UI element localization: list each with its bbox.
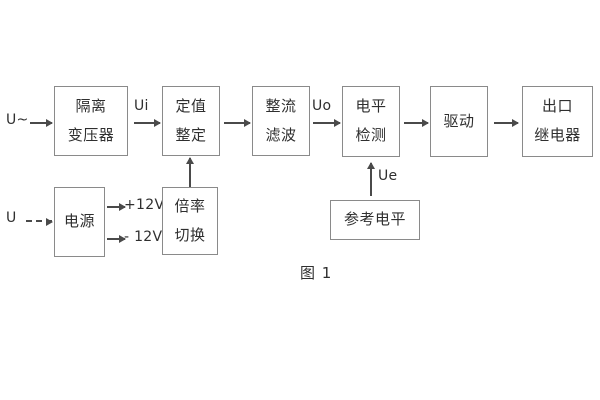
block-rectify-filter-line-1: 整流 <box>265 96 297 115</box>
block-isolation-transformer-line-1: 隔离 <box>75 96 107 115</box>
block-output-relay-line-1: 出口 <box>541 97 573 116</box>
block-isolation-transformer: 隔离 变压器 <box>54 86 128 156</box>
block-driver: 驱动 <box>430 86 488 157</box>
block-multiplier-switch: 倍率 切换 <box>162 187 218 255</box>
arrow-ac-input-to-isolation-transformer <box>30 122 52 124</box>
block-multiplier-switch-line-1: 倍率 <box>174 196 206 215</box>
arrow-multiplier-switch-to-setting-value <box>189 158 191 187</box>
block-output-relay-line-2: 继电器 <box>534 126 581 144</box>
dc-input-label: U <box>6 210 17 226</box>
block-output-relay: 出口 继电器 <box>522 86 593 157</box>
arrow-reference-level-to-level-detection <box>370 163 372 196</box>
block-setting-value-line-2: 整定 <box>175 125 207 144</box>
block-setting-value-line-1: 定值 <box>175 96 207 115</box>
block-reference-level-line-1: 参考电平 <box>343 210 406 229</box>
block-level-detection-line-1: 电平 <box>355 97 387 116</box>
ue-signal-label: Ue <box>378 168 398 184</box>
block-level-detection-line-2: 检测 <box>355 126 387 144</box>
block-level-detection: 电平 检测 <box>342 86 400 157</box>
arrow-driver-to-output-relay <box>494 122 518 124</box>
ac-input-label: U~ <box>6 112 29 128</box>
arrow-power-supply-negative-rail <box>107 238 125 240</box>
block-reference-level: 参考电平 <box>330 200 420 240</box>
arrow-rectify-filter-to-level-detection <box>313 122 340 124</box>
rail-negative-label: - 12V <box>124 229 163 245</box>
block-driver-line-1: 驱动 <box>443 111 475 130</box>
arrow-setting-value-to-rectify-filter <box>224 122 250 124</box>
block-rectify-filter: 整流 滤波 <box>252 86 310 156</box>
block-multiplier-switch-line-2: 切换 <box>174 225 206 244</box>
arrow-level-detection-to-driver <box>404 122 428 124</box>
arrow-isolation-transformer-to-setting-value <box>134 122 160 124</box>
uo-signal-label: Uo <box>312 98 332 114</box>
arrow-dc-input-to-power-supply <box>26 220 52 222</box>
figure-caption: 图 1 <box>300 264 333 282</box>
block-power-supply-line-1: 电源 <box>63 212 95 231</box>
rail-positive-label: +12V <box>124 197 165 213</box>
arrow-power-supply-positive-rail <box>107 206 125 208</box>
block-power-supply: 电源 <box>54 187 105 257</box>
block-rectify-filter-line-2: 滤波 <box>265 125 297 144</box>
block-setting-value: 定值 整定 <box>162 86 220 156</box>
ui-signal-label: Ui <box>134 98 149 114</box>
block-isolation-transformer-line-2: 变压器 <box>67 125 115 144</box>
